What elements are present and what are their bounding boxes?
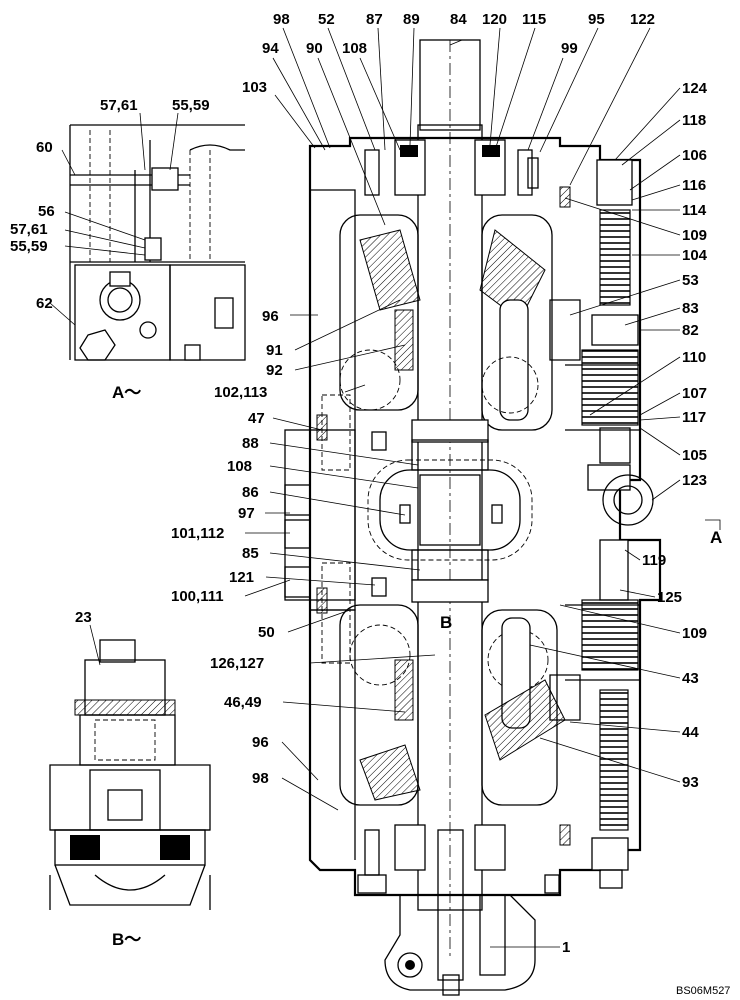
callout-top-115: 115 <box>522 11 546 28</box>
callout-left-121: 121 <box>229 569 254 586</box>
callout-top-95: 95 <box>588 11 605 28</box>
callout-right-114: 114 <box>682 202 707 219</box>
callout-top-122: 122 <box>630 11 655 28</box>
callout-top-90: 90 <box>306 40 323 57</box>
view-a-title: A～ <box>112 383 141 402</box>
callout-left-96: 96 <box>262 308 279 325</box>
callout-left-86: 86 <box>242 484 259 501</box>
lower-adjusting-screw <box>599 689 629 831</box>
callout-top-120: 120 <box>482 11 507 28</box>
callout-left-100-111: 100,111 <box>171 588 224 605</box>
callout-viewa-56: 56 <box>38 203 55 220</box>
callout-top-98: 98 <box>273 11 290 28</box>
callout-left-46-49: 46,49 <box>224 694 262 711</box>
callout-top-108: 108 <box>342 40 367 57</box>
callout-right-104: 104 <box>682 247 708 264</box>
callout-left-97: 97 <box>238 505 255 522</box>
callout-viewa-57-61b: 57,61 <box>10 221 48 238</box>
callout-right-44: 44 <box>682 724 699 741</box>
view-a-inset <box>69 124 246 361</box>
callout-right-53: 53 <box>682 272 699 289</box>
callout-right-107: 107 <box>682 385 707 402</box>
callout-right-93: 93 <box>682 774 699 791</box>
callout-right-119: 119 <box>642 552 666 569</box>
callout-viewa-55-59b: 55,59 <box>10 238 48 255</box>
main-pump-section <box>284 39 662 996</box>
callout-left-98b: 98 <box>252 770 269 787</box>
callout-left-108: 108 <box>227 458 252 475</box>
callout-viewa-57-61: 57,61 <box>100 97 138 114</box>
upper-adjusting-screw <box>599 209 631 306</box>
view-titles: A～ B～ A B BS06M527 <box>112 383 730 997</box>
view-b-inset <box>49 639 211 910</box>
callout-top-89: 89 <box>403 11 420 28</box>
callout-right-124: 124 <box>682 80 708 97</box>
callout-left-96b: 96 <box>252 734 269 751</box>
callout-top-52: 52 <box>318 11 335 28</box>
callout-left-126-127: 126,127 <box>210 655 264 672</box>
callout-top-94: 94 <box>262 40 279 57</box>
callout-left-50: 50 <box>258 624 275 641</box>
callout-right-109: 109 <box>682 227 707 244</box>
drawing-code: BS06M527 <box>676 985 730 997</box>
callout-bottom-1: 1 <box>562 939 570 956</box>
callout-viewa-62: 62 <box>36 295 53 312</box>
view-b-title: B～ <box>112 930 141 949</box>
callout-right-82: 82 <box>682 322 699 339</box>
callout-left-103: 103 <box>242 79 267 96</box>
callout-right-109b: 109 <box>682 625 707 642</box>
callout-viewb-23: 23 <box>75 609 92 626</box>
callout-right-83: 83 <box>682 300 699 317</box>
callout-left-91: 91 <box>266 342 283 359</box>
callout-right-118: 118 <box>682 112 706 129</box>
callout-viewa-60: 60 <box>36 139 53 156</box>
leader-lines <box>49 27 721 948</box>
callout-top-84: 84 <box>450 11 467 28</box>
callout-right-123: 123 <box>682 472 707 489</box>
callout-right-110: 110 <box>682 349 706 366</box>
callout-left-101-112: 101,112 <box>171 525 224 542</box>
section-b-marker: B <box>440 613 452 632</box>
callout-left-47: 47 <box>248 410 265 427</box>
callout-right-106: 106 <box>682 147 707 164</box>
callout-labels: 98 52 87 89 84 120 115 95 122 94 90 108 … <box>10 11 708 956</box>
callout-top-99: 99 <box>561 40 578 57</box>
callout-right-125: 125 <box>657 589 682 606</box>
callout-right-105: 105 <box>682 447 707 464</box>
callout-left-88: 88 <box>242 435 259 452</box>
callout-right-43: 43 <box>682 670 699 687</box>
callout-left-85: 85 <box>242 545 259 562</box>
callout-right-117: 117 <box>682 409 706 426</box>
callout-left-92: 92 <box>266 362 283 379</box>
section-a-marker: A <box>710 528 722 547</box>
callout-right-116: 116 <box>682 177 706 194</box>
callout-top-87: 87 <box>366 11 383 28</box>
callout-viewa-55-59: 55,59 <box>172 97 210 114</box>
callout-left-102-113: 102,113 <box>214 384 267 401</box>
